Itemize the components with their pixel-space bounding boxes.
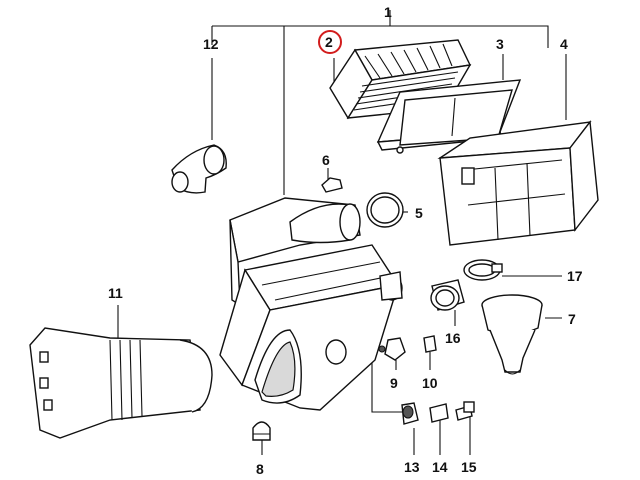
- nut-part-10: [423, 335, 437, 353]
- leader-lines: [117, 10, 567, 455]
- callout-15: 15: [461, 459, 477, 475]
- bushing-part-14: [429, 403, 449, 423]
- callout-5: 5: [415, 205, 423, 221]
- housing-cover-part-4: [437, 120, 599, 246]
- callout-14: 14: [432, 459, 448, 475]
- callout-8: 8: [256, 461, 264, 477]
- filter-frame-part-3: [376, 79, 522, 154]
- ring-seal-part-5: [366, 192, 404, 228]
- callout-16: 16: [445, 330, 461, 346]
- mount-part-9: [378, 337, 406, 361]
- callout-10: 10: [422, 375, 438, 391]
- callout-13: 13: [404, 459, 420, 475]
- callout-12: 12: [203, 36, 219, 52]
- callout-2: 2: [325, 34, 333, 50]
- intake-duct-part-11: [29, 327, 213, 439]
- clip-part-6: [321, 177, 343, 193]
- highlight-ring: [318, 30, 342, 54]
- sleeve-part-16: [430, 279, 465, 311]
- lower-housing: [219, 197, 403, 411]
- callout-4: 4: [560, 36, 568, 52]
- callout-6: 6: [322, 152, 330, 168]
- callout-9: 9: [390, 375, 398, 391]
- grommet-part-8: [252, 421, 271, 441]
- funnel-part-7: [481, 294, 543, 375]
- bolt-part-15: [455, 401, 475, 421]
- callout-3: 3: [496, 36, 504, 52]
- hose-clamp-part-17: [463, 259, 503, 281]
- callout-1: 1: [384, 4, 392, 20]
- callout-17: 17: [567, 268, 583, 284]
- callout-11: 11: [108, 285, 123, 301]
- intake-elbow-part-12: [171, 144, 227, 194]
- mount-part-13: [401, 402, 419, 425]
- callout-7: 7: [568, 311, 576, 327]
